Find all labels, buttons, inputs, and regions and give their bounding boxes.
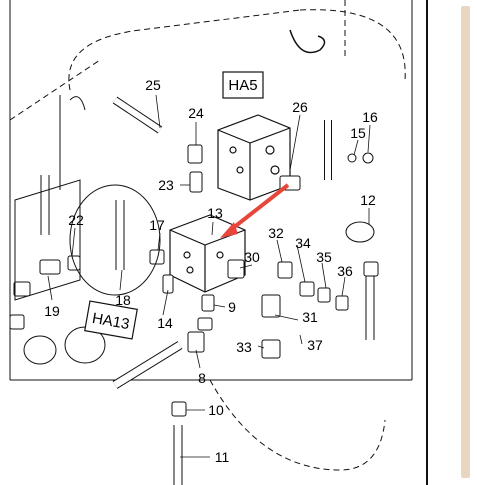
callout-31: 31 xyxy=(302,309,318,325)
callout-24: 24 xyxy=(188,105,204,121)
callout-14: 14 xyxy=(157,315,173,331)
hydraulic-parts-diagram: HA5 HA13 25 24 23 13 17 22 18 19 14 9 8 … xyxy=(9,0,413,485)
tag-ha5-label: HA5 xyxy=(228,77,257,94)
callout-25: 25 xyxy=(145,77,161,93)
highlight-arrow xyxy=(220,183,290,238)
callout-37: 37 xyxy=(307,337,323,353)
callout-34: 34 xyxy=(295,235,311,251)
callout-32: 32 xyxy=(268,225,284,241)
callout-23: 23 xyxy=(158,177,174,193)
page-divider xyxy=(426,0,428,485)
callout-16: 16 xyxy=(362,109,378,125)
tag-ha13-label: HA13 xyxy=(91,310,131,333)
callout-22: 22 xyxy=(68,212,84,228)
callout-30: 30 xyxy=(244,249,260,265)
scrollbar[interactable] xyxy=(461,6,470,478)
fittings xyxy=(9,144,379,417)
leader-lines xyxy=(47,94,371,458)
tag-ha13: HA13 xyxy=(84,300,138,340)
callout-35: 35 xyxy=(316,249,332,265)
callout-26: 26 xyxy=(292,99,308,115)
callout-33: 33 xyxy=(236,339,252,355)
callout-labels: 25 24 23 13 17 22 18 19 14 9 8 10 11 26 … xyxy=(44,77,378,465)
callout-15: 15 xyxy=(350,125,366,141)
tag-ha5: HA5 xyxy=(222,71,264,99)
hoses xyxy=(40,29,375,485)
callout-12: 12 xyxy=(360,192,376,208)
callout-13: 13 xyxy=(207,205,223,221)
callout-19: 19 xyxy=(44,303,60,319)
callout-8: 8 xyxy=(198,370,206,386)
callout-11: 11 xyxy=(215,449,230,465)
pump-assembly xyxy=(14,95,161,365)
valve-block-upper xyxy=(217,114,291,201)
callout-17: 17 xyxy=(149,217,165,233)
callout-10: 10 xyxy=(208,402,224,418)
callout-9: 9 xyxy=(228,299,236,315)
callout-36: 36 xyxy=(337,263,353,279)
callout-18: 18 xyxy=(115,292,131,308)
